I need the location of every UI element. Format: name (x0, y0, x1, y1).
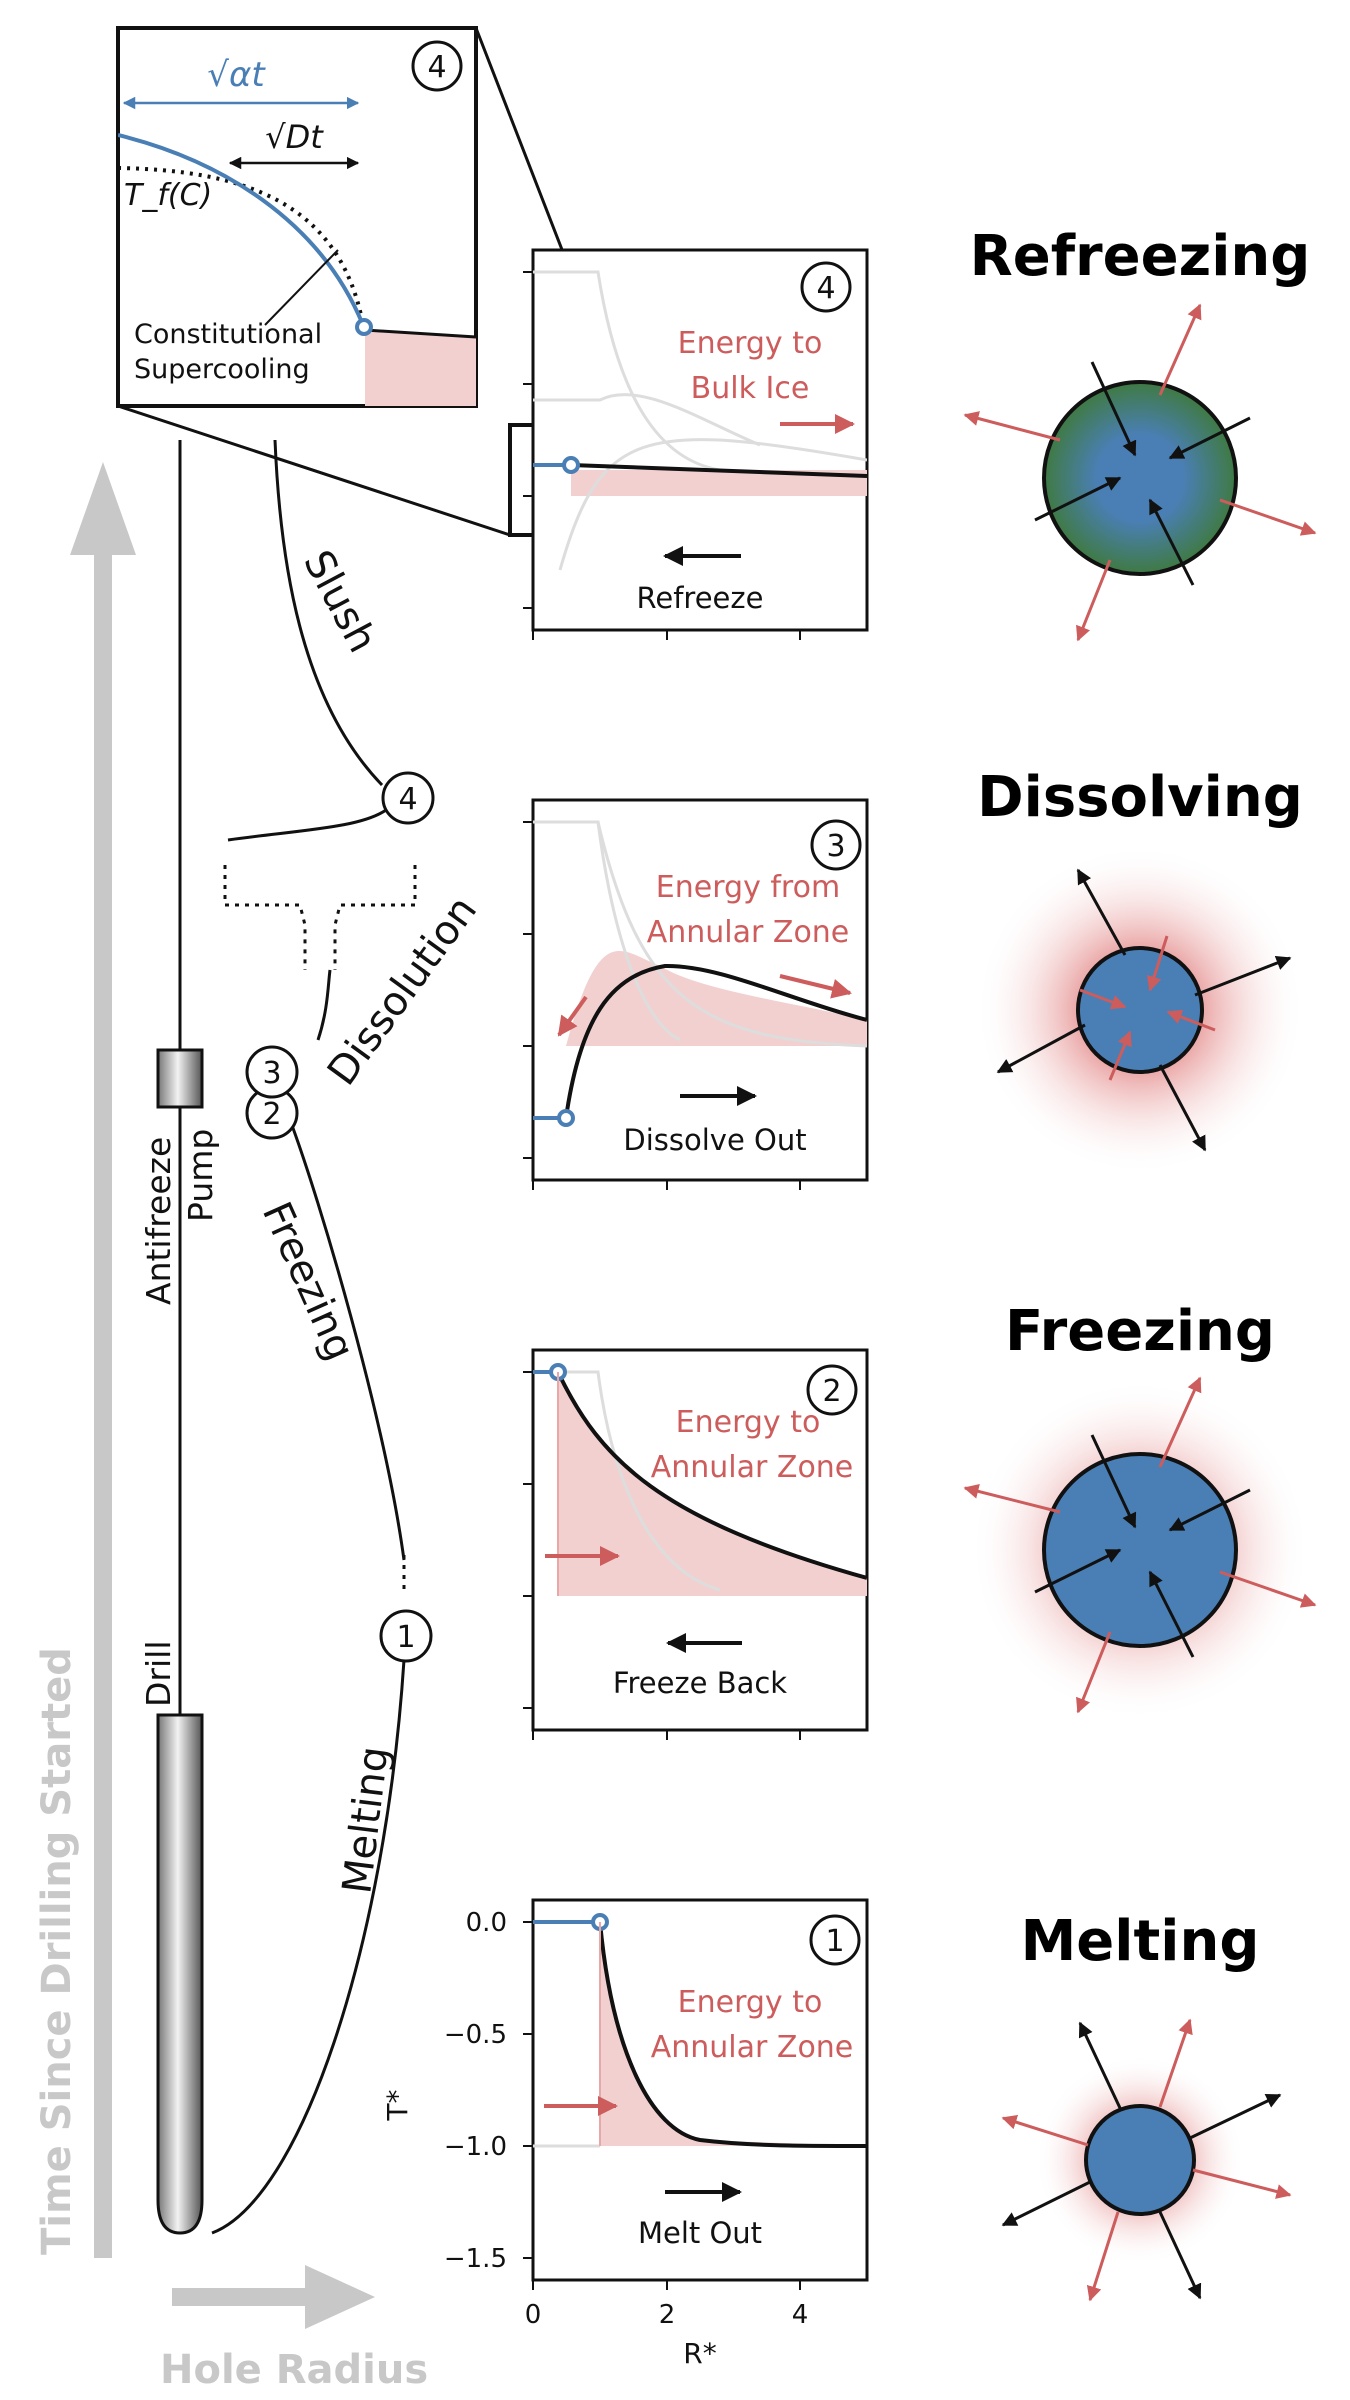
panel-2-motion: Freeze Back (613, 1666, 787, 1700)
supercooling-pointer (264, 249, 339, 326)
time-axis-label: Time Since Drilling Started (34, 1647, 80, 2255)
panel-4-energy-line1: Energy to (678, 326, 823, 361)
panel-2-energy-line1: Energy to (676, 1405, 821, 1440)
inset-number: 4 (427, 50, 446, 85)
panel-3: Energy from Annular Zone Dissolve Out 3 (523, 798, 869, 1190)
panel-1-energy-line1: Energy to (678, 1985, 823, 2020)
panel-1: Energy to Annular Zone Melt Out 1 0.0 −0… (381, 1898, 869, 2370)
ytick-2: −1.0 (444, 2132, 507, 2162)
slush-bottom-curve (227, 808, 387, 842)
dissolution-curve (316, 969, 332, 1041)
stage-dissolving: Dissolving (975, 765, 1305, 1175)
antifreeze-label: Antifreeze (139, 1137, 178, 1305)
radius-axis-arrowhead (305, 2265, 375, 2329)
freezing-label: Freezing (253, 1195, 363, 1367)
timeline-markers: 1 2 3 4 (245, 771, 435, 1663)
panel-4-energy-line2: Bulk Ice (691, 371, 810, 406)
dissolution-label: Dissolution (319, 888, 486, 1094)
svg-text:3: 3 (262, 1056, 281, 1091)
pump-label: Pump (181, 1129, 220, 1222)
tf-label: T_f(C) (124, 178, 212, 213)
antifreeze-pump: Antifreeze Pump (139, 1048, 220, 1305)
panel-3-energy-line1: Energy from (656, 870, 840, 905)
xtick-0: 0 (525, 2300, 542, 2330)
xtick-2: 4 (792, 2300, 809, 2330)
panel-3-number: 3 (826, 829, 845, 864)
phase-labels: Melting Freezing Dissolution Slush (253, 543, 486, 1896)
inset-pink-region (365, 330, 476, 406)
timeline-marker-1: 1 (379, 1609, 433, 1663)
y-axis-label: T* (381, 2089, 414, 2121)
svg-text:4: 4 (398, 782, 417, 817)
timeline-marker-4: 4 (381, 771, 435, 825)
panel-2-energy-line2: Annular Zone (651, 1450, 854, 1485)
panel-4: Energy to Bulk Ice Refreeze 4 (523, 248, 869, 640)
panel-4-number: 4 (816, 271, 835, 306)
radius-axis-label: Hole Radius (160, 2347, 428, 2393)
panel-2-number: 2 (822, 1374, 841, 1409)
timeline-marker-3: 3 (245, 1045, 299, 1099)
stage-freezing-title: Freezing (1005, 1299, 1275, 1364)
dissolution-envelope-left (223, 865, 307, 970)
stage-dissolving-title: Dissolving (977, 765, 1303, 830)
svg-text:1: 1 (396, 1620, 415, 1655)
panel-4-motion: Refreeze (637, 581, 764, 615)
melting-curve (211, 1659, 406, 2235)
slush-label: Slush (294, 543, 385, 660)
time-axis-arrowhead (70, 462, 136, 555)
supercooling-line1: Constitutional (134, 319, 322, 350)
dissolution-envelope-right (333, 865, 417, 970)
timeline-marker-2: 2 (245, 1086, 299, 1140)
supercooling-line2: Supercooling (134, 354, 310, 385)
radius-axis: Hole Radius (160, 2265, 428, 2393)
stage-melting: Melting (1001, 1909, 1292, 2302)
freezing-point-curve (118, 166, 365, 326)
stage-melting-title: Melting (1021, 1909, 1260, 1974)
slush-curve (273, 439, 384, 787)
panel-1-energy-line2: Annular Zone (651, 2030, 854, 2065)
ytick-3: −1.5 (444, 2244, 507, 2274)
time-axis: Time Since Drilling Started (34, 462, 136, 2258)
stage-freezing: Freezing (963, 1299, 1317, 1720)
panel-1-number: 1 (825, 1924, 844, 1959)
melting-sphere-icon (1001, 2018, 1292, 2302)
panel-3-motion: Dissolve Out (623, 1123, 806, 1157)
panel-1-motion: Melt Out (638, 2216, 762, 2250)
temperature-curve (118, 133, 365, 326)
zoom-inset: √αt √Dt T_f(C) Constitutional Supercooli… (116, 26, 632, 537)
refreezing-sphere-icon (963, 303, 1317, 642)
drill: Drill (139, 1641, 204, 2235)
panel-3-energy-line2: Annular Zone (647, 915, 850, 950)
ytick-1: −0.5 (444, 2020, 507, 2050)
x-axis-label: R* (683, 2337, 716, 2370)
timeline (178, 439, 417, 2235)
drill-label: Drill (139, 1641, 178, 1707)
sqrt-dt-label: √Dt (265, 118, 324, 156)
freezing-sphere-icon (963, 1376, 1317, 1720)
panel-1-frame (531, 1898, 869, 2282)
ytick-0: 0.0 (466, 1908, 507, 1938)
stage-refreezing: Refreezing (963, 224, 1317, 642)
sqrt-alpha-t-label: √αt (207, 55, 266, 95)
svg-text:2: 2 (262, 1097, 281, 1132)
xtick-1: 2 (659, 2300, 676, 2330)
panel-2: Energy to Annular Zone Freeze Back 2 (523, 1348, 869, 1740)
stage-refreezing-title: Refreezing (970, 224, 1311, 289)
interface-marker (355, 318, 373, 336)
dissolving-sphere-icon (975, 845, 1305, 1175)
zoom-connector-lower (117, 404, 511, 537)
freezing-curve (288, 1119, 406, 1561)
melting-label: Melting (334, 1744, 398, 1896)
